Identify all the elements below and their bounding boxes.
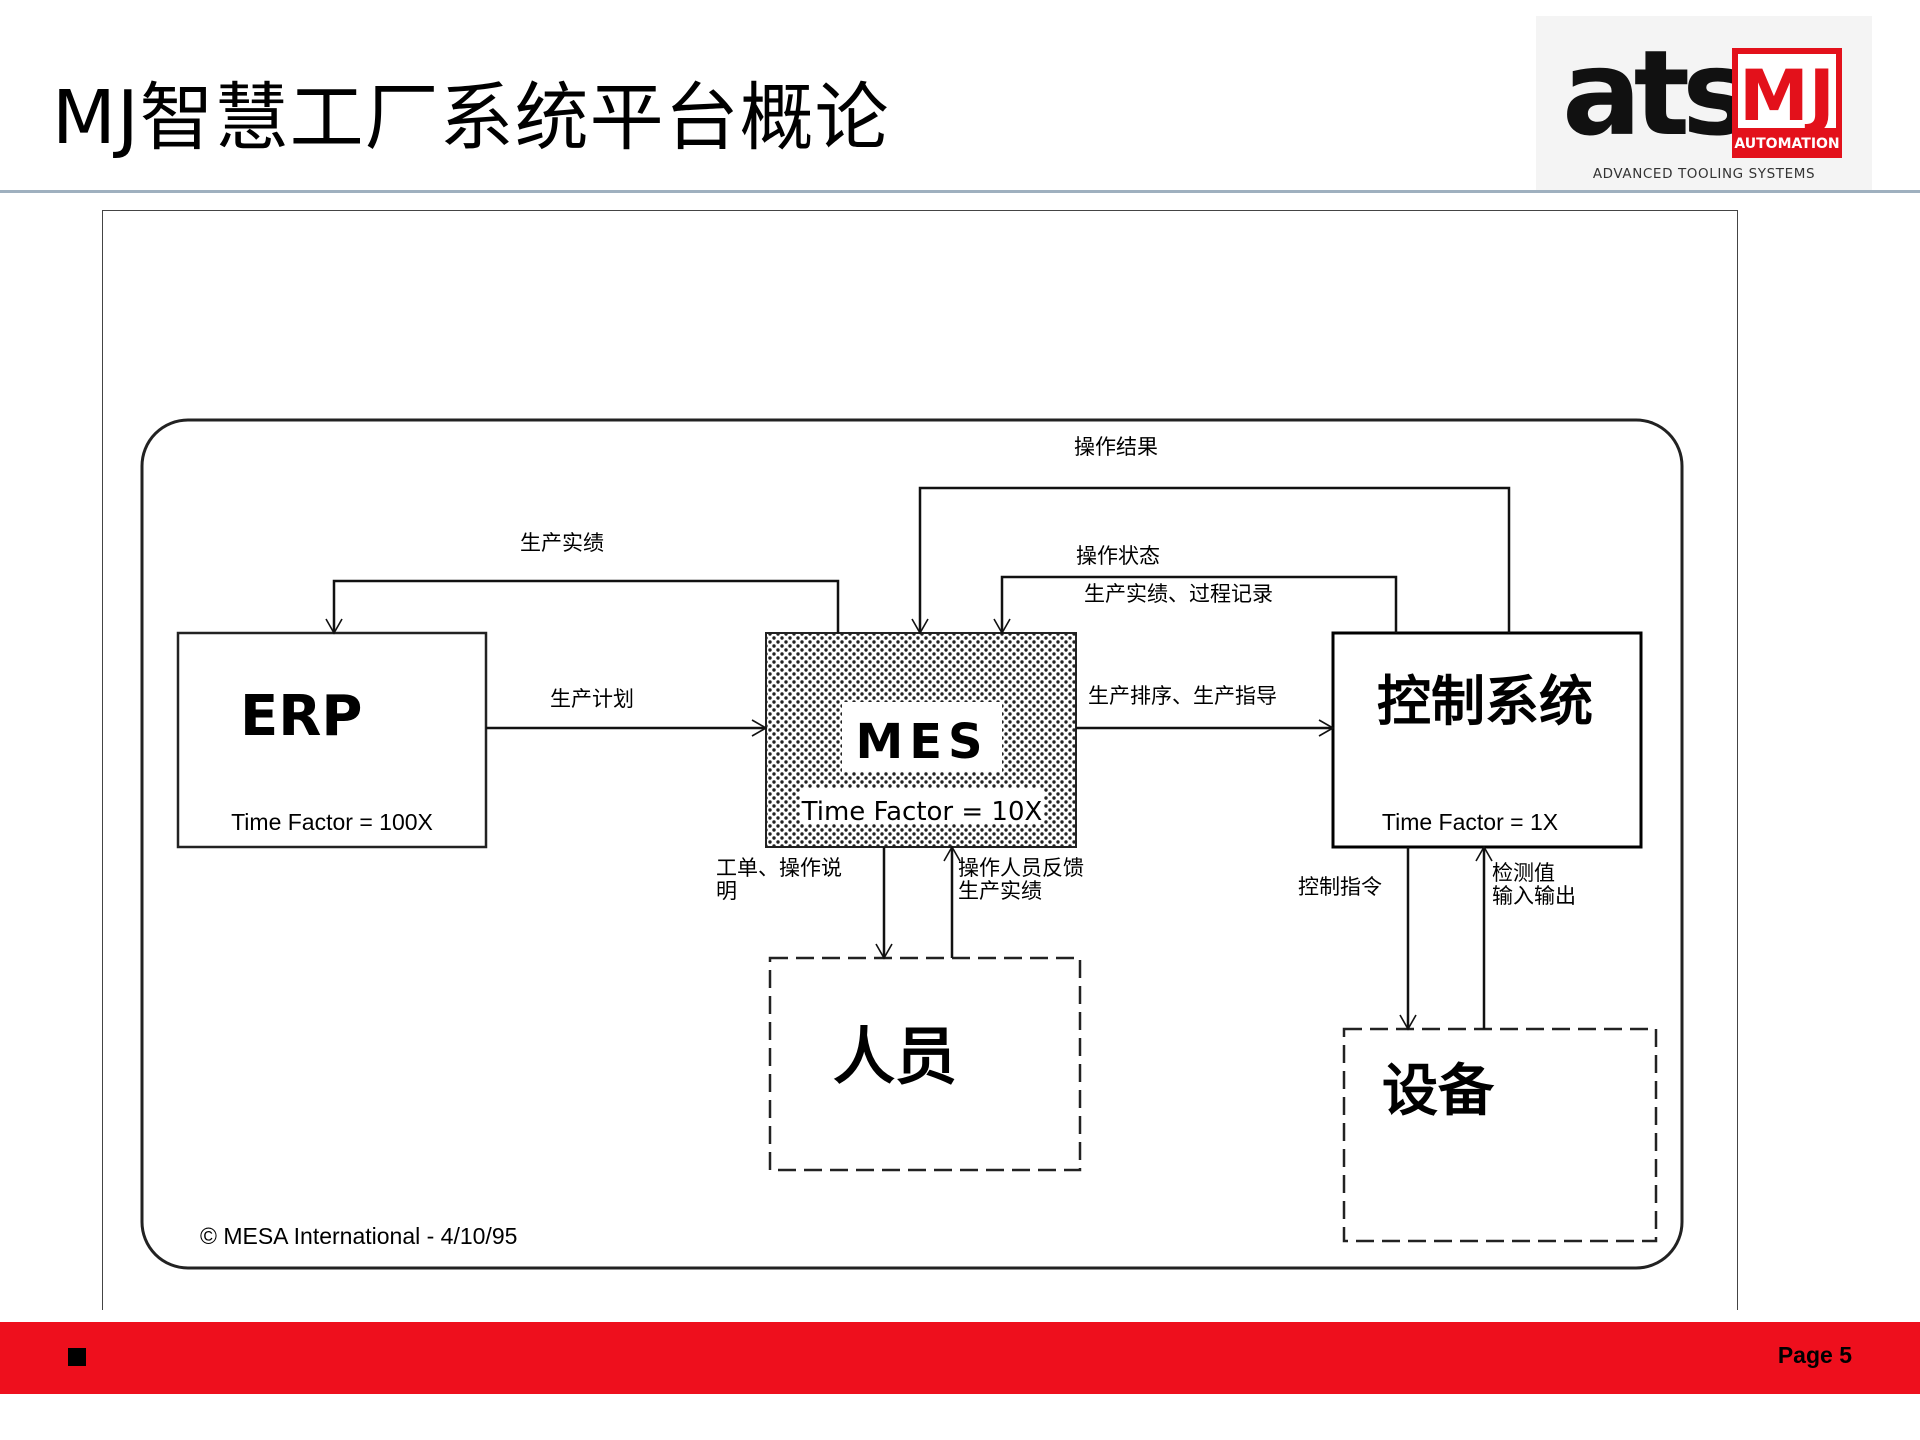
mes-node: MES Time Factor = 10X [765, 632, 1077, 848]
footer-bar [0, 1322, 1920, 1394]
header-divider [0, 190, 1920, 193]
label-control-command: 控制指令 [1298, 875, 1382, 899]
control-system-label: 控制系统 [1377, 670, 1593, 733]
edge-operation-result [918, 486, 1511, 633]
erp-time-factor: Time Factor = 100X [231, 809, 433, 835]
logo-badge-caption: AUTOMATION [1734, 136, 1839, 152]
copyright-notice: © MESA International - 4/10/95 [200, 1223, 517, 1249]
logo-wordmark: ats [1562, 24, 1747, 162]
personnel-node: 人员 [768, 956, 1082, 1172]
arrowhead-measurement [1475, 845, 1493, 862]
label-scheduling: 生产排序、生产指导 [1088, 684, 1277, 708]
arrowhead-production-actual [325, 618, 343, 635]
label-operation-result: 操作结果 [1074, 435, 1158, 459]
slide-title: MJ智慧工厂系统平台概论 [52, 75, 890, 161]
label-measurement-line1: 检测值 [1492, 861, 1555, 885]
erp-label: ERP [240, 684, 362, 749]
arrowhead-work-order [875, 943, 893, 960]
footer-bullet-square [68, 1348, 86, 1366]
system-boundary [140, 418, 1684, 1270]
edge-operation-status [1000, 575, 1398, 633]
arrowhead-scheduling [1318, 719, 1335, 737]
label-work-order-line1: 工单、操作说 [716, 856, 842, 880]
arrowhead-operation-result [911, 618, 929, 635]
personnel-label: 人员 [833, 1020, 957, 1093]
company-logo: ats MJ AUTOMATION ADVANCED TOOLING SYSTE… [1536, 16, 1872, 192]
logo-badge-letters: MJ [1739, 55, 1835, 137]
page-number: Page 5 [1777, 1342, 1852, 1368]
erp-node: ERP Time Factor = 100X [176, 631, 488, 849]
arrowhead-production-plan [751, 719, 768, 737]
label-work-order-line2: 明 [716, 879, 737, 903]
mes-context-diagram: ERP Time Factor = 100X MES Time Factor =… [140, 418, 1684, 1270]
edge-production-actual [332, 579, 840, 633]
label-production-actual-process-record: 生产实绩、过程记录 [1084, 582, 1273, 606]
label-measurement-line2: 输入输出 [1492, 884, 1576, 908]
mes-time-factor: Time Factor = 10X [801, 797, 1043, 827]
label-production-actual: 生产实绩 [520, 531, 604, 555]
arrowhead-control-command [1399, 1014, 1417, 1031]
logo-tagline: ADVANCED TOOLING SYSTEMS [1593, 166, 1815, 182]
label-operator-feedback-line1: 操作人员反馈 [958, 856, 1084, 880]
equipment-label: 设备 [1382, 1059, 1495, 1124]
control-time-factor: Time Factor = 1X [1382, 809, 1558, 835]
figure-frame [102, 210, 1738, 1310]
label-operator-feedback-line2: 生产实绩 [958, 879, 1042, 903]
arrowhead-operation-status [993, 618, 1011, 635]
control-system-node: 控制系统 Time Factor = 1X [1331, 631, 1643, 849]
arrowhead-operator-feedback [943, 845, 961, 862]
mes-label: MES [855, 714, 988, 770]
label-operation-status: 操作状态 [1076, 544, 1160, 568]
equipment-node: 设备 [1342, 1027, 1658, 1243]
label-production-plan: 生产计划 [550, 687, 634, 711]
